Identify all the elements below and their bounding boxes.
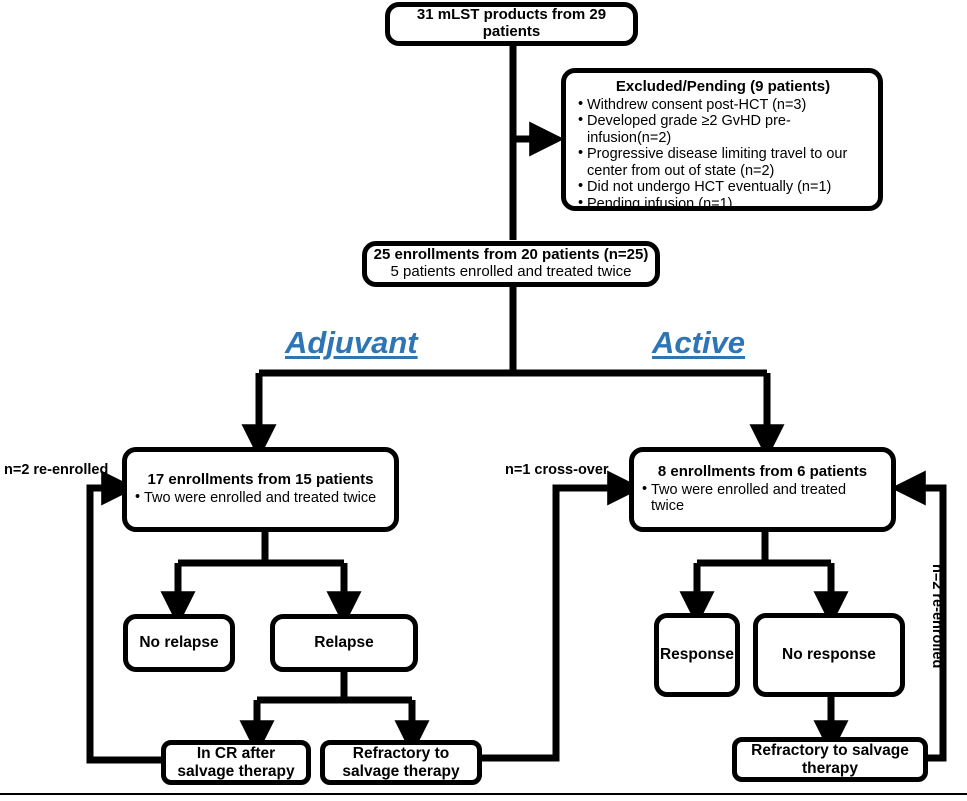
node-response: Response xyxy=(654,613,740,697)
node-refractory-left: Refractory to salvage therapy xyxy=(320,740,482,785)
list-item: Pending infusion (n=1) xyxy=(578,195,868,213)
node-top-products: 31 mLST products from 29 patients xyxy=(385,2,638,46)
edge-label-cross-over: n=1 cross-over xyxy=(505,462,609,478)
node-active-group-items: Two were enrolled and treated twice xyxy=(642,481,883,515)
node-no-relapse-title: No relapse xyxy=(139,634,219,651)
node-adjuvant-group-items: Two were enrolled and treated twice xyxy=(135,489,386,507)
node-excluded-title: Excluded/Pending (9 patients) xyxy=(615,78,831,95)
node-top-products-title: 31 mLST products from 29 patients xyxy=(416,6,607,40)
list-item: Two were enrolled and treated twice xyxy=(642,481,883,515)
node-excluded-items: Withdrew consent post-HCT (n=3) Develope… xyxy=(578,96,868,213)
bottom-divider xyxy=(0,793,967,795)
node-relapse: Relapse xyxy=(270,614,418,672)
branch-label-adjuvant: Adjuvant xyxy=(285,325,418,360)
node-response-title: Response xyxy=(659,646,735,663)
edge-label-re-enrolled-right: n=2 re-enrolled xyxy=(929,564,945,669)
node-enrollments-title: 25 enrollments from 20 patients (n=25) xyxy=(373,246,649,264)
node-in-cr-after-salvage: In CR after salvage therapy xyxy=(161,740,311,785)
branch-label-active: Active xyxy=(652,325,746,360)
list-item: Did not undergo HCT eventually (n=1) xyxy=(578,178,868,196)
list-item: Developed grade ≥2 GvHD pre-infusion(n=2… xyxy=(578,112,868,146)
edge-label-re-enrolled-left: n=2 re-enrolled xyxy=(4,462,109,478)
node-no-response: No response xyxy=(753,613,905,697)
list-item: Two were enrolled and treated twice xyxy=(135,489,386,507)
node-active-group: 8 enrollments from 6 patients Two were e… xyxy=(629,447,896,532)
node-active-group-title: 8 enrollments from 6 patients xyxy=(657,463,868,481)
node-refractory-right: Refractory to salvage therapy xyxy=(732,737,928,782)
node-enrollments: 25 enrollments from 20 patients (n=25) 5… xyxy=(362,241,660,287)
node-enrollments-sub: 5 patients enrolled and treated twice xyxy=(390,263,632,280)
node-refractory-left-title: Refractory to salvage therapy xyxy=(342,745,460,780)
node-no-relapse: No relapse xyxy=(123,614,235,672)
list-item: Withdrew consent post-HCT (n=3) xyxy=(578,96,868,114)
node-adjuvant-group: 17 enrollments from 15 patients Two were… xyxy=(122,447,399,532)
node-in-cr-title: In CR after salvage therapy xyxy=(177,745,295,780)
node-relapse-title: Relapse xyxy=(314,634,374,651)
node-no-response-title: No response xyxy=(782,646,876,663)
list-item: Progressive disease limiting travel to o… xyxy=(578,145,868,179)
edge-re-enrolled-right-loop xyxy=(890,470,947,762)
edge-re-enrolled-left-loop xyxy=(86,470,163,764)
node-excluded-pending: Excluded/Pending (9 patients) Withdrew c… xyxy=(561,68,883,213)
edge-cross-over-loop xyxy=(481,470,643,762)
node-refractory-right-title: Refractory to salvage therapy xyxy=(751,742,909,777)
node-adjuvant-group-title: 17 enrollments from 15 patients xyxy=(147,471,374,489)
